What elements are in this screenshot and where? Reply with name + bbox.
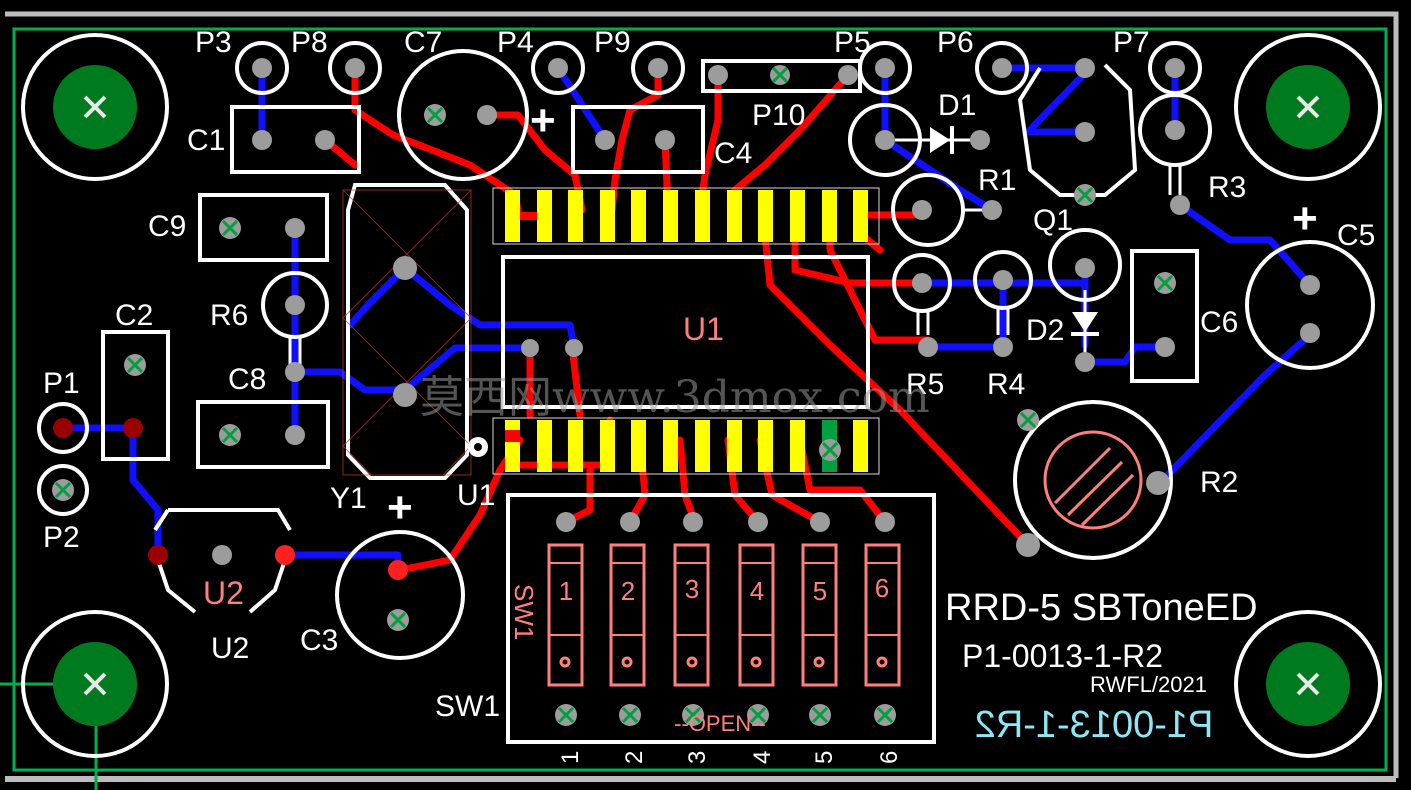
label-p7: P7 (1113, 26, 1150, 59)
watermark-text: 莫西网www.3dmox.com (420, 372, 930, 423)
label-sw1-body: SW1 (509, 584, 539, 640)
label-c8: C8 (228, 363, 266, 396)
switch-position-2: 2 (621, 576, 635, 606)
mounting-hole-bl (21, 610, 169, 758)
label-r4: R4 (987, 368, 1025, 401)
bottom-layer-part-number-text: P1-0013-1-R2 (975, 704, 1214, 746)
board-outline (12, 27, 1388, 772)
switch-number-1: 1 (557, 751, 584, 764)
label-sw1: SW1 (435, 690, 500, 723)
switch-number-3: 3 (684, 751, 711, 764)
label-u2: U2 (211, 632, 249, 665)
diode-d2-symbol (1071, 290, 1099, 360)
label-p6: P6 (937, 26, 974, 59)
label-r6: R6 (210, 299, 248, 332)
board-revision-text: RWFL/2021 (1090, 672, 1207, 697)
mounting-hole-tr (1234, 33, 1382, 181)
label-c6: C6 (1200, 306, 1238, 339)
label-p1: P1 (43, 367, 80, 400)
u1-footprint-outline (492, 187, 880, 475)
label-u1-top: U1 (683, 311, 724, 347)
switch-number-5: 5 (811, 751, 838, 764)
switch-position-6: 6 (875, 573, 889, 603)
through-hole-pads (212, 58, 1320, 565)
label-r1: R1 (978, 164, 1016, 197)
label-c1: C1 (187, 124, 225, 157)
dip-switch-sw1-body (547, 543, 901, 687)
switch-open-label: --OPEN-- (674, 711, 766, 736)
diode-d1-symbol (895, 126, 980, 154)
board-frame-edge (5, 11, 1399, 778)
label-p10: P10 (752, 99, 805, 132)
red-pads (53, 418, 488, 580)
switch-position-5: 5 (813, 576, 827, 606)
silkscreen-outlines (37, 41, 1375, 744)
label-r3: R3 (1208, 171, 1246, 204)
label-r2: R2 (1200, 466, 1238, 499)
board-part-number-text: P1-0013-1-R2 (962, 638, 1163, 674)
label-p9: P9 (594, 26, 631, 59)
x-marker-pads (52, 65, 1176, 726)
label-c4: C4 (714, 137, 752, 170)
mounting-hole-tl (21, 33, 169, 181)
label-c7: C7 (404, 26, 442, 59)
label-d1: D1 (938, 89, 976, 122)
label-y1: Y1 (330, 482, 367, 515)
u1-pad-overlap-traces (505, 212, 537, 442)
u1-smd-pads (505, 190, 868, 472)
mounting-holes (21, 33, 1382, 758)
label-c2: C2 (115, 299, 153, 332)
board-name-text: RRD-5 SBToneED (945, 587, 1258, 629)
polarity-plus-c5: + (1292, 194, 1318, 243)
crystal-keepout-hatch (342, 189, 472, 476)
label-c5: C5 (1337, 219, 1375, 252)
board-frame-bottom (5, 776, 1396, 782)
label-r5: R5 (906, 368, 944, 401)
polarity-plus-c7: + (530, 96, 556, 145)
switch-position-4: 4 (750, 576, 764, 606)
label-p2: P2 (43, 521, 80, 554)
label-p5: P5 (834, 26, 871, 59)
label-u2-package: U2 (203, 575, 244, 611)
label-u1-bottom: U1 (457, 479, 495, 512)
switch-number-6: 6 (876, 751, 903, 764)
switch-position-3: 3 (685, 574, 699, 604)
label-c9: C9 (148, 210, 186, 243)
switch-number-2: 2 (621, 751, 648, 764)
label-p3: P3 (195, 26, 232, 59)
label-d2: D2 (1026, 314, 1064, 347)
switch-number-4: 4 (749, 751, 776, 764)
switch-position-1: 1 (559, 576, 573, 606)
label-p8: P8 (291, 26, 328, 59)
label-q1: Q1 (1033, 204, 1073, 237)
label-c3: C3 (300, 624, 338, 657)
resistor-leads (288, 165, 1182, 365)
polarity-plus-c3: + (387, 483, 413, 532)
label-p4: P4 (497, 26, 534, 59)
mounting-hole-br (1234, 610, 1382, 758)
potentiometer-r2-body (1043, 430, 1143, 530)
